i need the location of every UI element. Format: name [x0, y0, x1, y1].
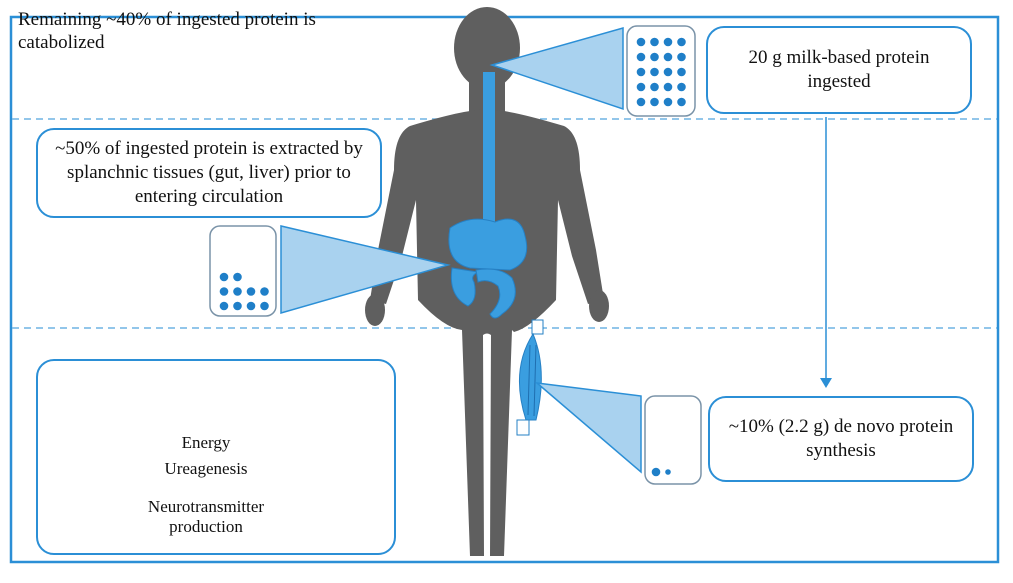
- protein-dot: [636, 37, 646, 47]
- protein-dot: [219, 287, 229, 296]
- protein-dot: [663, 67, 673, 77]
- callout-synthesis-text: ~10% (2.2 g) de novo protein synthesis: [728, 416, 954, 461]
- leg-muscle-icon: [516, 319, 544, 436]
- protein-dot: [246, 301, 256, 311]
- callout-splanchnic-text: ~50% of ingested protein is extracted by…: [55, 138, 363, 207]
- protein-dot: [219, 272, 229, 282]
- protein-dot: [246, 287, 256, 296]
- protein-dots-ingested: [636, 37, 686, 107]
- callout-splanchnic: ~50% of ingested protein is extracted by…: [36, 128, 382, 218]
- callout-catabolized: [36, 359, 396, 555]
- pathway-production: production: [169, 517, 243, 536]
- protein-dot: [636, 82, 646, 92]
- callout-synthesis: ~10% (2.2 g) de novo protein synthesis: [708, 396, 974, 482]
- callout-catabolized-text: Remaining ~40% of ingested protein is ca…: [18, 9, 316, 53]
- protein-dot: [636, 52, 646, 62]
- protein-dot: [677, 37, 686, 47]
- flow-arrowhead: [820, 378, 832, 388]
- digestive-tract-icon: [448, 218, 528, 319]
- protein-dot: [663, 97, 673, 107]
- protein-dot: [260, 301, 269, 311]
- protein-dot: [677, 97, 686, 107]
- protein-dot: [650, 52, 659, 62]
- protein-dot: [663, 52, 673, 62]
- protein-dot: [651, 467, 661, 477]
- card-synthesis: [644, 395, 702, 485]
- protein-dot: [650, 97, 659, 107]
- protein-dot: [677, 67, 686, 77]
- protein-dot: [233, 287, 242, 296]
- protein-dot: [650, 82, 659, 92]
- protein-dot: [650, 67, 659, 77]
- protein-dot: [650, 37, 659, 47]
- pathway-ureagenesis: Ureagenesis: [164, 459, 248, 478]
- protein-dots-synthesis: [651, 467, 671, 477]
- beam-mouth: [489, 27, 624, 111]
- callout-ingested: 20 g milk-based protein ingested: [706, 26, 972, 114]
- esophagus: [483, 72, 495, 222]
- protein-dot: [636, 67, 646, 77]
- protein-dot: [665, 469, 671, 475]
- protein-dot: [260, 287, 269, 296]
- protein-dot: [219, 301, 229, 311]
- protein-dot: [233, 272, 242, 282]
- protein-dot: [677, 52, 686, 62]
- protein-dot: [677, 82, 686, 92]
- protein-dots-splanchnic: [219, 272, 269, 311]
- beam-gut: [280, 225, 451, 314]
- protein-dot: [663, 37, 673, 47]
- beam-muscle: [534, 381, 642, 474]
- pathway-neurotransmitter: Neurotransmitter: [147, 497, 265, 516]
- protein-dot: [636, 97, 646, 107]
- callout-ingested-text: 20 g milk-based protein ingested: [748, 47, 930, 92]
- card-ingested: [626, 25, 696, 117]
- protein-dot: [233, 301, 242, 311]
- pathway-energy: Energy: [181, 433, 231, 452]
- protein-dot: [663, 82, 673, 92]
